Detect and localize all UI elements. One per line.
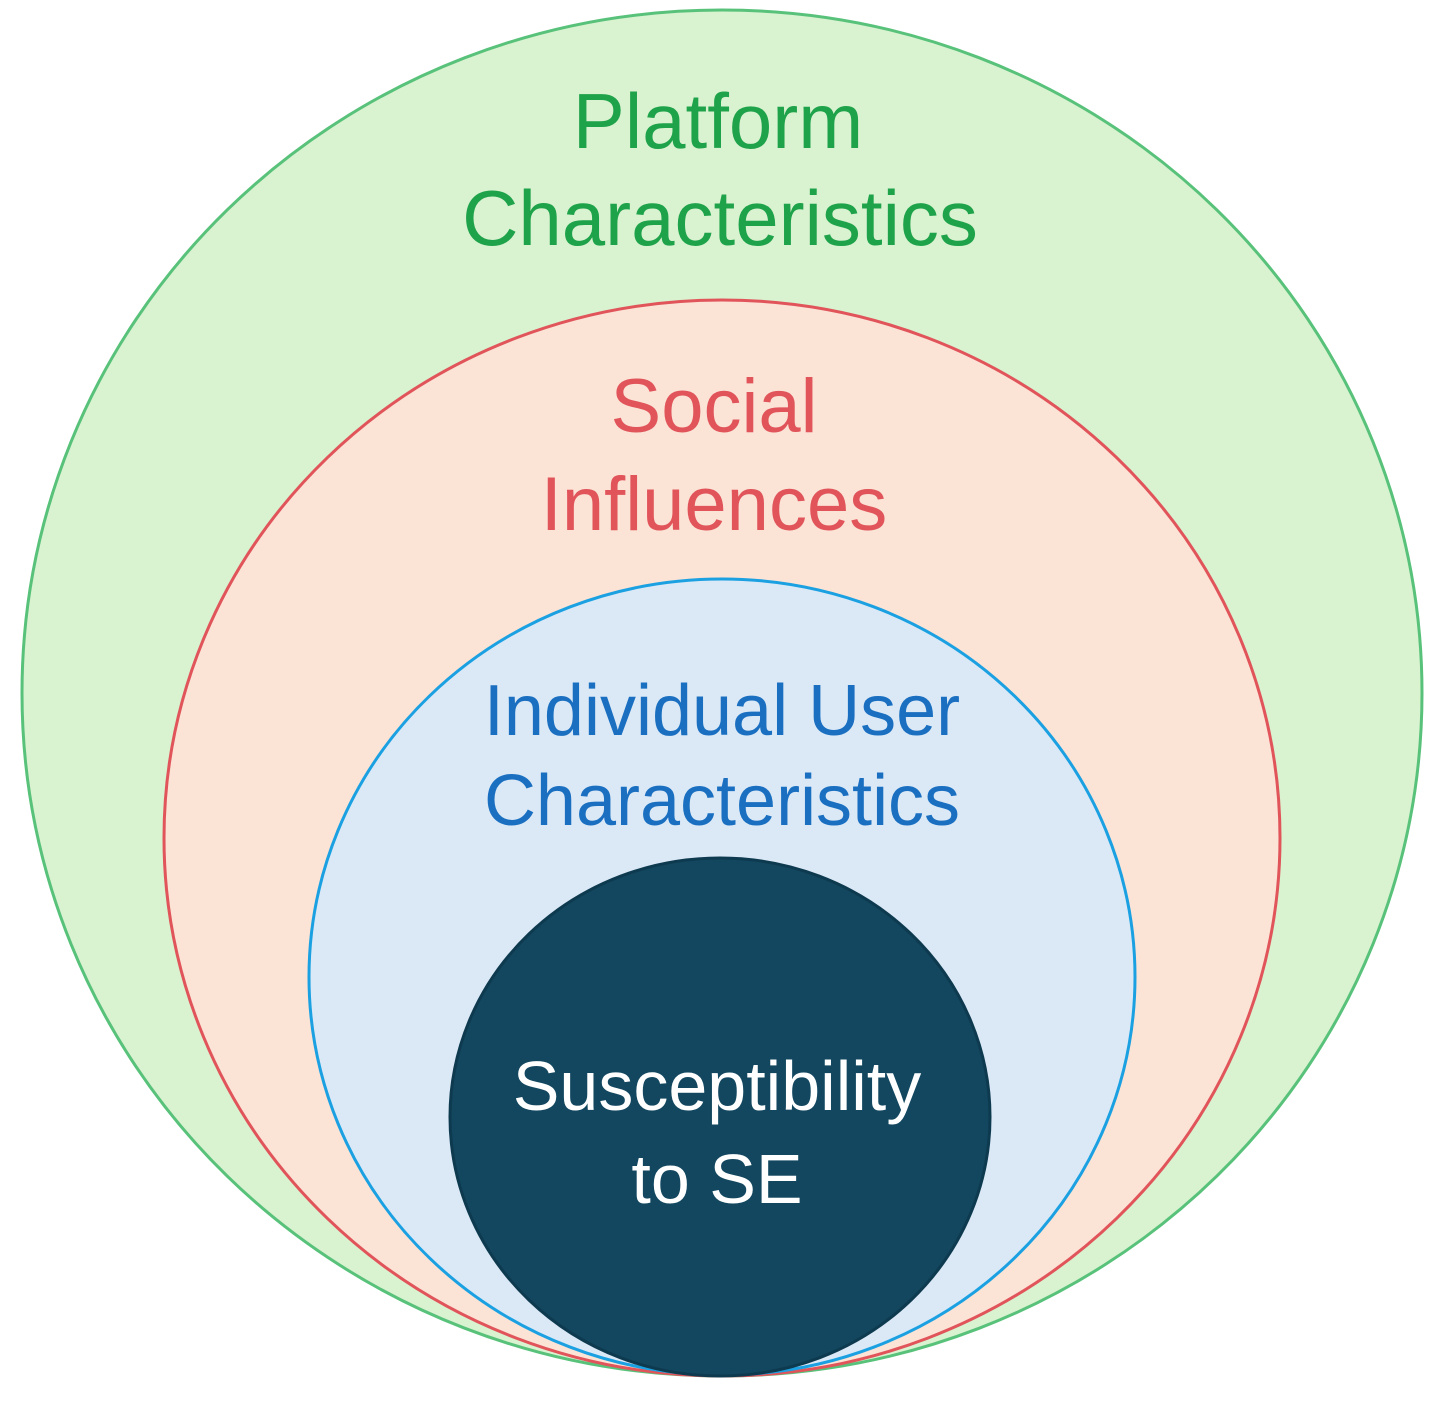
platform-label-line-1: Platform [573,77,863,165]
social-label-line-1: Social [611,364,818,449]
core-label-line-2: to SE [631,1140,802,1218]
social-label-line-2: Influences [541,462,887,547]
individual-label-line-1: Individual User [484,671,960,751]
core-circle [448,856,992,1378]
core-label-line-1: Susceptibility [513,1047,922,1125]
platform-label-line-2: Characteristics [462,174,978,262]
core-layer: Susceptibility to SE [448,856,992,1378]
individual-label-line-2: Characteristics [484,761,960,841]
